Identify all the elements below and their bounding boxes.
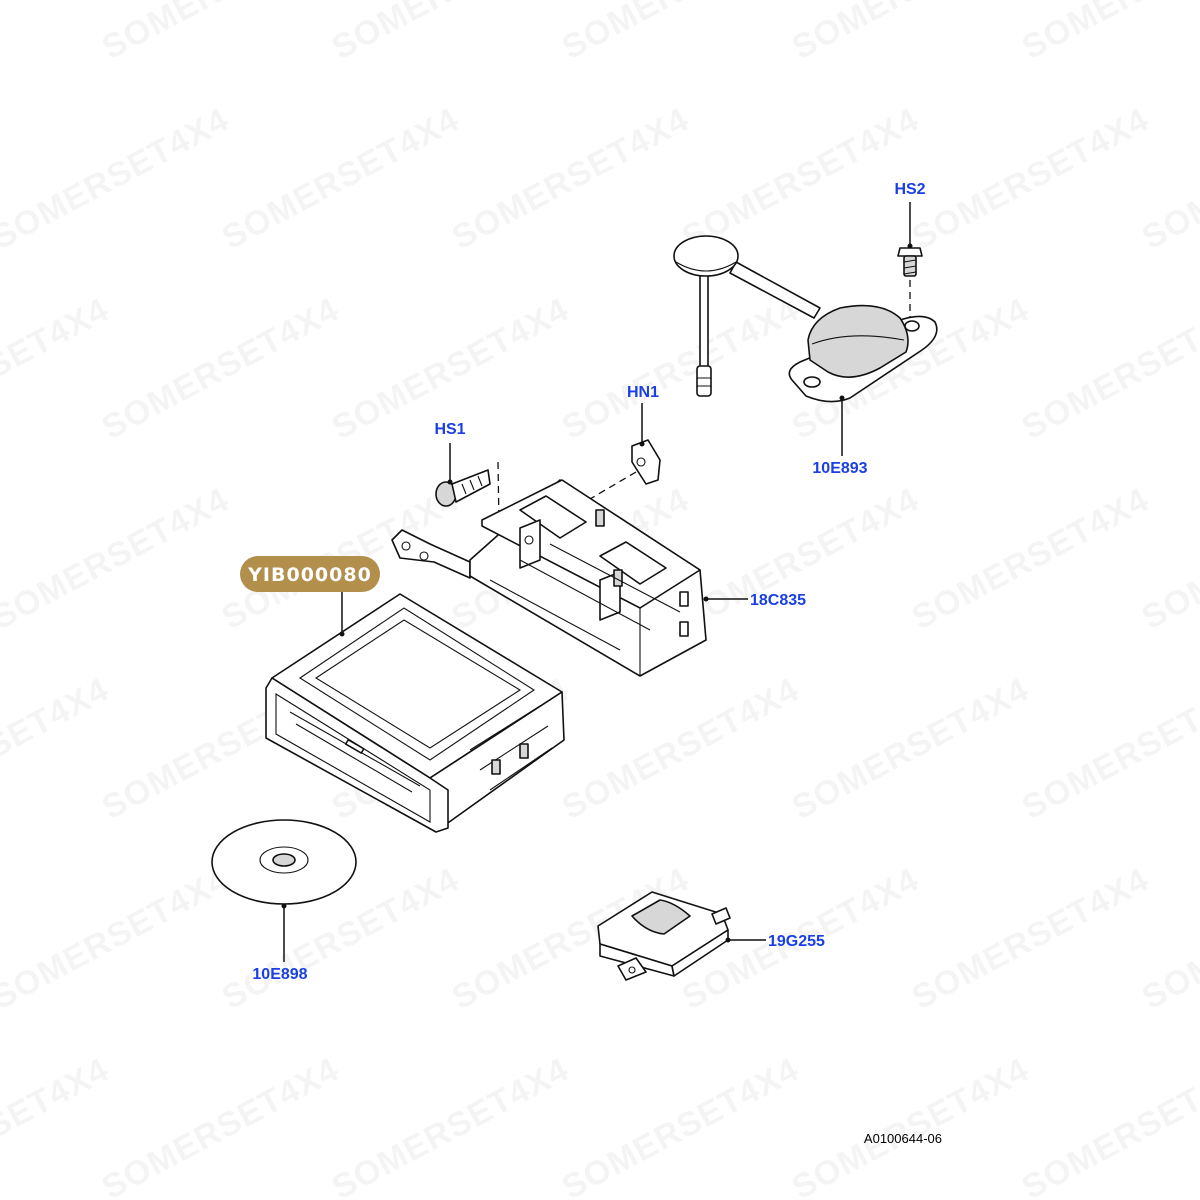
watermark-text: SOMERSET4X4 xyxy=(676,100,925,257)
callout-19g255[interactable]: 19G255 xyxy=(768,933,825,950)
screw-hs2[interactable] xyxy=(897,247,923,277)
callout-10e893[interactable]: 10E893 xyxy=(812,460,867,477)
watermark-text: SOMERSET4X4 xyxy=(0,100,235,257)
nut-hn1[interactable] xyxy=(631,439,661,485)
watermark-text: SOMERSET4X4 xyxy=(676,480,925,637)
watermark-text: SOMERSET4X4 xyxy=(0,860,235,1017)
watermark-text: SOMERSET4X4 xyxy=(556,1050,805,1200)
watermark-text: SOMERSET4X4 xyxy=(556,670,805,827)
highlight-label: YIB000080 xyxy=(247,564,372,586)
leader-dots xyxy=(281,243,913,943)
watermark-text: SOMERSET4X4 xyxy=(1016,0,1200,67)
watermark-text: SOMERSET4X4 xyxy=(556,0,805,67)
watermark-text: SOMERSET4X4 xyxy=(96,1050,345,1200)
dvd-player-unit[interactable] xyxy=(265,593,565,833)
control-module[interactable] xyxy=(597,891,731,981)
watermark-text: SOMERSET4X4 xyxy=(906,860,1155,1017)
highlight-pill[interactable]: YIB000080 xyxy=(240,556,380,592)
watermark-text: SOMERSET4X4 xyxy=(786,670,1035,827)
watermark-text: SOMERSET4X4 xyxy=(96,0,345,67)
watermark-text: SOMERSET4X4 xyxy=(556,290,805,447)
callout-10e898[interactable]: 10E898 xyxy=(252,966,307,983)
screw-hs1[interactable] xyxy=(435,469,491,507)
watermark-text: SOMERSET4X4 xyxy=(0,670,115,827)
callout-hs2[interactable]: HS2 xyxy=(894,181,925,198)
watermark-text: SOMERSET4X4 xyxy=(0,480,235,637)
callout-hn1[interactable]: HN1 xyxy=(627,384,659,401)
watermark-text: SOMERSET4X4 xyxy=(1016,1050,1200,1200)
callout-18c835[interactable]: 18C835 xyxy=(750,592,806,609)
antenna-part[interactable] xyxy=(673,235,938,403)
watermark-text: SOMERSET4X4 xyxy=(1016,290,1200,447)
callout-hs1[interactable]: HS1 xyxy=(434,421,465,438)
watermark-text: SOMERSET4X4 xyxy=(0,290,115,447)
watermark-text: SOMERSET4X4 xyxy=(1016,670,1200,827)
leader-lines xyxy=(283,202,911,962)
dvd-disc[interactable] xyxy=(211,819,357,905)
watermark-text: SOMERSET4X4 xyxy=(96,290,345,447)
drawing-reference: A0100644-06 xyxy=(864,1131,942,1146)
mounting-bracket[interactable] xyxy=(391,479,707,677)
watermark-text: SOMERSET4X4 xyxy=(326,0,575,67)
watermark-text: SOMERSET4X4 xyxy=(906,480,1155,637)
watermark-text: SOMERSET4X4 xyxy=(216,100,465,257)
watermark-text: SOMERSET4X4 xyxy=(786,1050,1035,1200)
watermark-text: SOMERSET4X4 xyxy=(446,100,695,257)
watermark-text: SOMERSET4X4 xyxy=(906,100,1155,257)
watermark-text: SOMERSET4X4 xyxy=(786,0,1035,67)
watermark-text: SOMERSET4X4 xyxy=(326,1050,575,1200)
